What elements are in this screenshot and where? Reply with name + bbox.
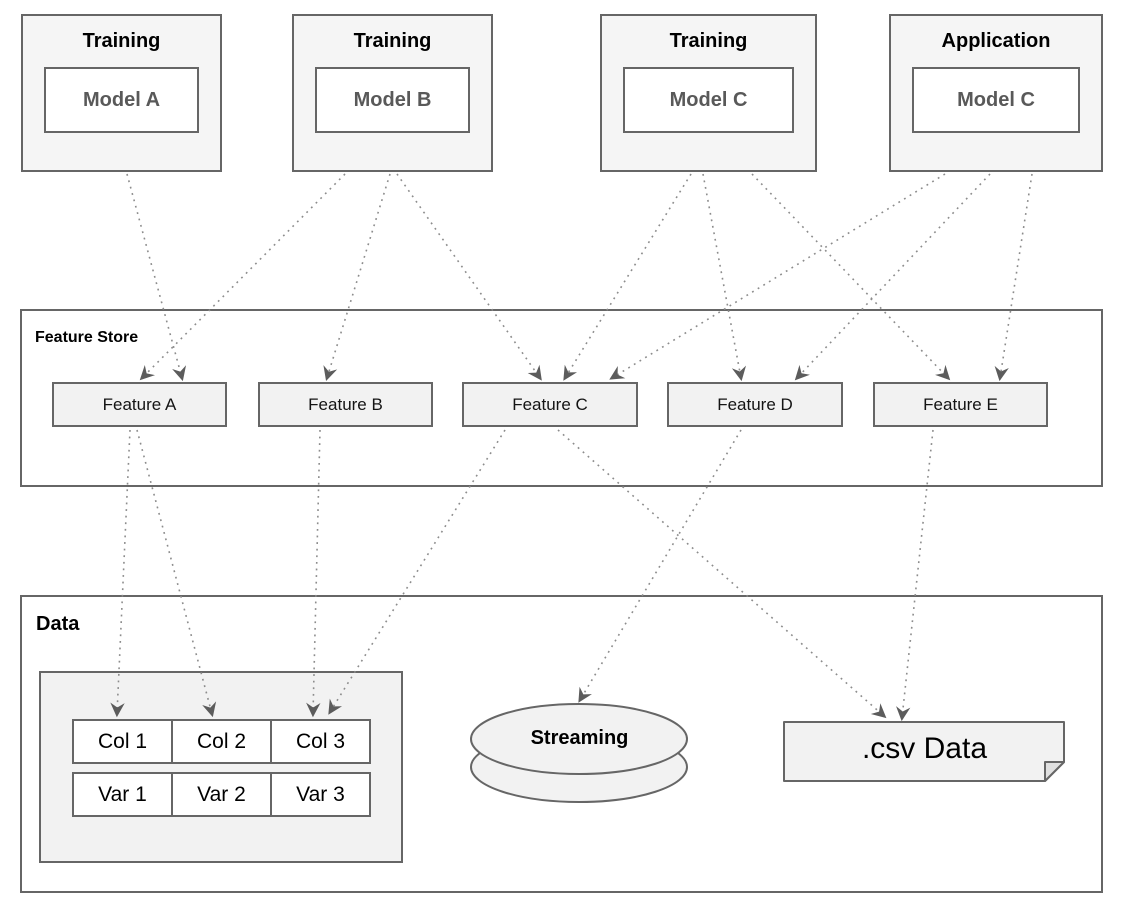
table-header-row: Col 1 Col 2 Col 3 <box>72 719 371 764</box>
cell-var-3[interactable]: Var 3 <box>270 772 371 817</box>
model-label: Model A <box>82 88 161 111</box>
node-feature-b[interactable]: Feature B <box>258 382 433 427</box>
node-model-c-application[interactable]: Model C <box>912 67 1080 133</box>
node-csv-data[interactable]: .csv Data <box>783 721 1066 783</box>
node-model-b[interactable]: Model B <box>315 67 470 133</box>
env-label: Training <box>82 30 161 52</box>
node-application-model-c[interactable]: Application Model C <box>889 14 1103 172</box>
env-label: Training <box>353 30 432 52</box>
cell-col-1[interactable]: Col 1 <box>72 719 173 764</box>
node-model-a[interactable]: Model A <box>44 67 199 133</box>
env-label: Training <box>669 30 748 52</box>
cell-col-2[interactable]: Col 2 <box>171 719 272 764</box>
feature-store-label: Feature Store <box>35 329 139 346</box>
model-label: Model C <box>669 88 748 111</box>
node-streaming[interactable]: Streaming <box>468 701 691 805</box>
node-feature-c[interactable]: Feature C <box>462 382 638 427</box>
env-label: Application <box>941 30 1051 52</box>
node-feature-a[interactable]: Feature A <box>52 382 227 427</box>
node-training-model-b[interactable]: Training Model B <box>292 14 493 172</box>
node-feature-e[interactable]: Feature E <box>873 382 1048 427</box>
node-feature-d[interactable]: Feature D <box>667 382 843 427</box>
node-training-model-c[interactable]: Training Model C <box>600 14 817 172</box>
node-model-c-training[interactable]: Model C <box>623 67 794 133</box>
node-training-model-a[interactable]: Training Model A <box>21 14 222 172</box>
data-label: Data <box>36 613 80 635</box>
model-label: Model C <box>957 88 1035 111</box>
model-label: Model B <box>353 88 432 111</box>
node-table-group[interactable]: Col 1 Col 2 Col 3 Var 1 Var 2 Var 3 <box>39 671 403 863</box>
cell-var-1[interactable]: Var 1 <box>72 772 173 817</box>
cell-col-3[interactable]: Col 3 <box>270 719 371 764</box>
cell-var-2[interactable]: Var 2 <box>171 772 272 817</box>
csv-note-icon <box>783 721 1065 782</box>
streaming-label: Streaming <box>530 727 629 749</box>
csv-label: .csv Data <box>861 732 988 765</box>
table-var-row: Var 1 Var 2 Var 3 <box>72 772 371 817</box>
streaming-disk-icon <box>470 703 688 803</box>
